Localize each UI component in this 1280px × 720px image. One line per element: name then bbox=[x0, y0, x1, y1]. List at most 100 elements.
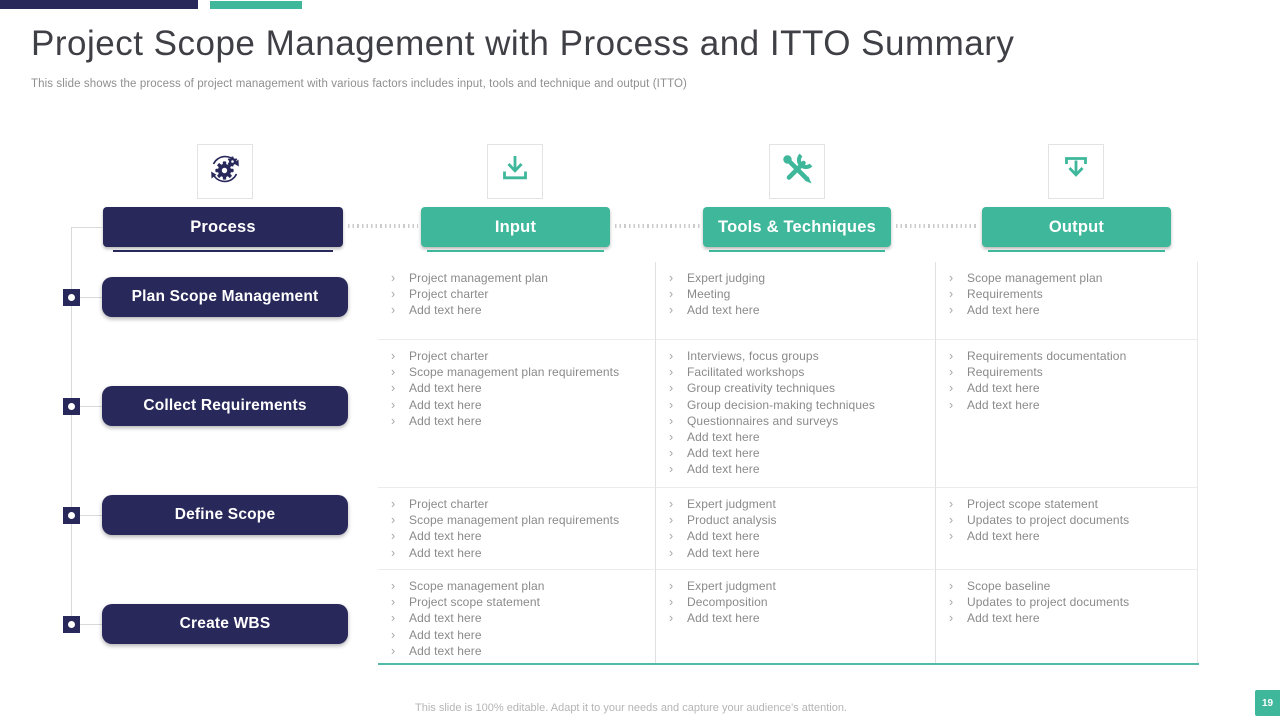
list-item: ›Add text here bbox=[390, 545, 647, 561]
list-item: ›Add text here bbox=[668, 528, 927, 544]
column-header-process[interactable]: Process bbox=[103, 207, 343, 247]
chevron-bullet-icon: › bbox=[391, 595, 396, 610]
list-item: › Project scope statement bbox=[948, 496, 1189, 512]
chevron-bullet-icon: › bbox=[669, 413, 674, 428]
chevron-bullet-icon: › bbox=[669, 545, 674, 560]
list-item-text: Group creativity techniques bbox=[687, 381, 836, 396]
chevron-bullet-icon: › bbox=[669, 430, 674, 445]
cell-output-row1[interactable]: › Scope management plan›Requirements›Add … bbox=[935, 262, 1198, 340]
list-item: ›Add text here bbox=[668, 429, 927, 445]
list-item-text: Add text here bbox=[409, 397, 482, 412]
chevron-bullet-icon: › bbox=[669, 611, 674, 626]
list-item: › Scope management plan requirements bbox=[390, 364, 647, 380]
list-item-text: Scope management plan bbox=[967, 271, 1103, 285]
cell-output-row3[interactable]: ›Project scope statement›Updates to proj… bbox=[935, 488, 1198, 570]
list-item: ›Add text here bbox=[390, 397, 647, 413]
cell-output-row4[interactable]: ›Scope baseline›Updates to project docum… bbox=[935, 570, 1198, 663]
list-item-text: Scope management plan requirements bbox=[409, 365, 620, 380]
process-button-create-wbs[interactable]: Create WBS bbox=[102, 604, 348, 644]
chevron-bullet-icon: › bbox=[391, 271, 396, 285]
chevron-bullet-icon: › bbox=[391, 643, 396, 658]
list-item-text: Project scope statement bbox=[967, 497, 1099, 511]
list-item-text: Project charter bbox=[409, 349, 489, 363]
process-button-define-scope[interactable]: Define Scope bbox=[102, 495, 348, 535]
process-button-label: Plan Scope Management bbox=[131, 288, 319, 305]
chevron-bullet-icon: › bbox=[669, 529, 674, 544]
connector-stub bbox=[71, 226, 103, 228]
list-item-text: Scope baseline bbox=[967, 579, 1051, 593]
list-item-text: Add text here bbox=[409, 643, 482, 658]
process-icon-box bbox=[197, 144, 253, 199]
node-dot bbox=[68, 511, 75, 519]
chevron-bullet-icon: › bbox=[391, 413, 396, 428]
list-item: ›Decomposition bbox=[668, 594, 927, 610]
column-header-label: Output bbox=[1048, 217, 1105, 236]
cell-input-row3[interactable]: ›Project charter›Scope management plan r… bbox=[378, 488, 655, 570]
column-header-input[interactable]: Input bbox=[421, 207, 610, 247]
cell-output-row2[interactable]: ›Requirements documentation›Requirements… bbox=[935, 340, 1198, 488]
process-button-label: Define Scope bbox=[174, 506, 276, 523]
cell-input-row2[interactable]: › Project charter › Scope management plan r… bbox=[378, 340, 655, 488]
chevron-bullet-icon: › bbox=[949, 271, 954, 285]
list-item: › Add text here bbox=[390, 643, 647, 659]
list-item: ›Scope baseline bbox=[948, 578, 1189, 594]
chevron-bullet-icon: › bbox=[949, 497, 954, 511]
list-item-text: Add text here bbox=[687, 611, 760, 626]
list-item-text: Facilitated workshops bbox=[687, 365, 805, 380]
table-bottom-accent-line bbox=[378, 663, 1199, 666]
list-item-text: Add text here bbox=[967, 397, 1040, 412]
chevron-bullet-icon: › bbox=[669, 271, 674, 285]
list-item: ›Expert judging bbox=[668, 270, 927, 286]
input-header-underline bbox=[427, 250, 604, 253]
chevron-bullet-icon: › bbox=[949, 381, 954, 396]
list-item-text: Scope management plan requirements bbox=[409, 513, 620, 528]
list-item: ›Add text here bbox=[668, 445, 927, 461]
gear-sync-icon bbox=[205, 149, 245, 194]
connector-stub bbox=[80, 296, 102, 298]
top-accent-bar-navy bbox=[0, 0, 198, 9]
list-item-text: Requirements documentation bbox=[967, 349, 1127, 363]
list-item-text: Product analysis bbox=[687, 513, 777, 528]
top-accent-bar-teal bbox=[210, 1, 302, 9]
cell-input-row1[interactable]: ›Project management plan›Project charter… bbox=[378, 262, 655, 340]
connector-node bbox=[63, 506, 80, 524]
chevron-bullet-icon: › bbox=[669, 462, 674, 477]
list-item: ›Requirements bbox=[948, 286, 1189, 302]
chevron-bullet-icon: › bbox=[669, 303, 674, 318]
list-item: ›Add text here bbox=[668, 302, 927, 318]
list-item-text: Interviews, focus groups bbox=[687, 349, 819, 363]
chevron-bullet-icon: › bbox=[391, 287, 396, 302]
list-item-text: Add text here bbox=[409, 529, 482, 544]
list-item-text: Requirements bbox=[967, 287, 1043, 302]
cell-tools-row4[interactable]: ›Expert judgment›Decomposition›Add text … bbox=[655, 570, 935, 663]
list-item-text: Add text here bbox=[967, 611, 1040, 626]
chevron-bullet-icon: › bbox=[669, 595, 674, 610]
list-item: › Add text here bbox=[390, 528, 647, 544]
list-item-text: Project scope statement bbox=[409, 595, 541, 610]
process-button-collect-requirements[interactable]: Collect Requirements bbox=[102, 386, 348, 426]
list-item: › Group creativity techniques bbox=[668, 380, 927, 396]
cell-input-row4[interactable]: › Scope management plan › Project scope sta… bbox=[378, 570, 655, 663]
cell-tools-row3[interactable]: ›Expert judgment›Product analysis›Add te… bbox=[655, 488, 935, 570]
cell-tools-row1[interactable]: ›Expert judging›Meeting›Add text here bbox=[655, 262, 935, 340]
list-item-text: Scope management plan bbox=[409, 579, 545, 593]
tools-icon-box bbox=[769, 144, 825, 199]
list-item-text: Add text here bbox=[967, 529, 1040, 544]
list-item-text: Add text here bbox=[409, 303, 482, 318]
column-header-tools[interactable]: Tools & Techniques bbox=[703, 207, 891, 247]
export-down-icon bbox=[1056, 149, 1096, 194]
list-item: › Add text here bbox=[668, 610, 927, 626]
connector-node bbox=[63, 397, 80, 415]
list-item: ›Add text here bbox=[948, 610, 1189, 626]
list-item-text: Add text here bbox=[967, 303, 1040, 318]
chevron-bullet-icon: › bbox=[669, 381, 674, 396]
chevron-bullet-icon: › bbox=[391, 365, 396, 380]
list-item: ›Add text here bbox=[948, 397, 1189, 413]
cell-tools-row2[interactable]: › Interviews, focus groups › Facilitated wo… bbox=[655, 340, 935, 488]
chevron-bullet-icon: › bbox=[391, 529, 396, 544]
list-item: ›Add text here bbox=[948, 302, 1189, 318]
list-item-text: Add text here bbox=[409, 611, 482, 626]
column-header-output[interactable]: Output bbox=[982, 207, 1171, 247]
list-item-text: Add text here bbox=[409, 381, 482, 396]
process-button-plan-scope-management[interactable]: Plan Scope Management bbox=[102, 277, 348, 317]
